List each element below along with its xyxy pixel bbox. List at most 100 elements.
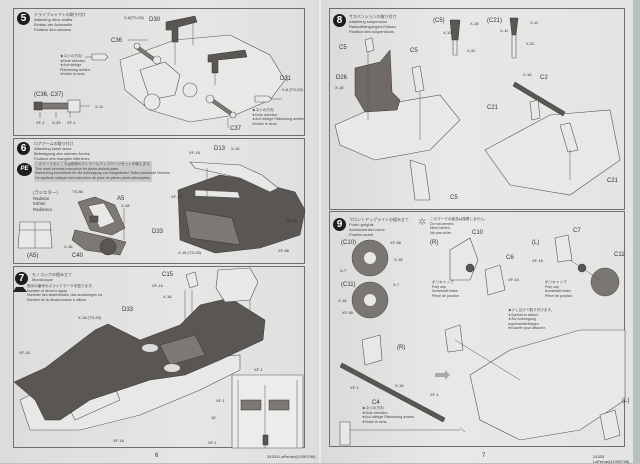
part-c15 — [185, 271, 199, 289]
paint-label: X-7 — [393, 282, 400, 287]
part-c40 — [71, 229, 127, 256]
step-7-title: モノコックの組み立て Monocoque — [32, 272, 72, 282]
paint-label: XF-1 — [350, 385, 359, 390]
part-label-c10-disc: (C10) — [341, 240, 357, 246]
direction-note: ★ネジの方向 ★Note direction. ★Auf richtige Pl… — [362, 406, 415, 424]
paint-label: XF-16 — [532, 258, 543, 263]
paint-label: X-11 — [443, 30, 452, 35]
part-label-r: (R) — [430, 240, 439, 246]
part-label-c5: C5 — [410, 48, 418, 54]
product-code-left: 24333 LaFerrari(11050798) — [267, 454, 316, 459]
part-d30 — [165, 15, 198, 43]
part-label-l: (L) — [532, 240, 540, 246]
part-label-c21: C21 — [607, 178, 619, 184]
step-7-panel — [13, 266, 305, 448]
decal-number: 18 — [211, 415, 216, 420]
tie-rod-c4 — [339, 362, 446, 423]
note-direction-left: ★ネジの方向 ★Note direction. ★Auf richtige Pl… — [60, 54, 91, 76]
part-label-c4: C4 — [372, 400, 380, 406]
paint-label: X-18 — [338, 298, 347, 303]
polycap-note-l: ポリキャップ Poly cap Kunststoff-Nabe Pièce de… — [545, 280, 573, 298]
part-label-d31: D31 — [280, 76, 292, 82]
paint-label: XF-16 — [113, 438, 124, 443]
radiator-box — [215, 267, 259, 303]
paint-label: X-18 — [470, 21, 479, 26]
paint-label: XF-1 — [216, 398, 225, 403]
paint-label: XF-16 — [19, 350, 30, 355]
pe-note: このマークのところは別売のディテールアップパーツセットが使えます。 This m… — [35, 162, 171, 180]
spread-note: ★少し広げて取り付けます。 ★Spread to attach. ★Zur An… — [508, 308, 555, 330]
part-label-c5: C5 — [339, 45, 347, 51]
paint-label: XF-1 — [208, 440, 217, 445]
paint-label: XF-1 — [36, 120, 45, 125]
paint-label: XF-1 — [254, 367, 263, 372]
paint-label: X-18 — [523, 72, 532, 77]
page-gutter — [317, 0, 323, 463]
paint-label: XF-56 — [342, 310, 353, 315]
front-chassis — [469, 329, 626, 441]
part-label-c40: C40 — [72, 253, 84, 259]
paint-label: X-7 — [340, 268, 347, 273]
step-5-title: ドライブシャフトの取り付け Attaching drive shafts Ein… — [34, 12, 86, 32]
step-6-title: ロアアームの取り付け Attaching lower arms Befestig… — [34, 141, 90, 161]
paint-label: X-18 — [64, 244, 73, 249]
step-6-panel — [13, 138, 305, 264]
radiator-label: (ラジエター) Radiator Kühler Radiateur — [33, 190, 58, 212]
paint-label: X-33 — [52, 120, 61, 125]
brake-disc-c11-l — [590, 267, 620, 297]
step-9-diagram — [339, 234, 626, 446]
paint-label: X-6(TS-29) — [124, 15, 144, 20]
paint-label: TS-86 — [72, 189, 83, 194]
part-label-c15: C15 — [162, 272, 174, 278]
part-label-c6: C6 — [506, 255, 514, 261]
step-5-diagram — [33, 15, 288, 128]
part-label-c11-disc: (C11) — [341, 282, 356, 288]
paint-label: XF-16 — [508, 277, 519, 282]
paint-label: X-11 — [530, 20, 539, 25]
lower-arm — [189, 161, 279, 193]
paint-label: X-18 — [395, 383, 404, 388]
part-label-c2: C2 — [540, 75, 548, 81]
polycap-note-r: ポリキャップ Poly cap Kunststoff-Nabe Pièce de… — [432, 280, 460, 298]
step-5-badge: 5 — [17, 12, 30, 25]
page-number-right: 7 — [482, 453, 486, 459]
part-label-d26: D26 — [336, 75, 348, 81]
part-label-c5-detail: (C5) — [433, 18, 445, 24]
paint-label: X-18 — [335, 85, 344, 90]
step-6-badge: 6 — [17, 142, 30, 155]
upright-c10 — [449, 237, 479, 281]
part-c2-stabilizer — [512, 81, 566, 117]
pe-note-box — [34, 161, 152, 182]
paint-label: X-18 — [121, 203, 130, 208]
paint-label: X-32 — [467, 48, 476, 53]
photo-etched-badge-icon: PE — [17, 163, 32, 176]
paint-label: X-18 — [231, 146, 240, 151]
paint-label: XF-1 — [430, 392, 439, 397]
part-label-c36-c37: (C36, C37) — [34, 92, 64, 98]
part-label-c21: C21 — [487, 105, 499, 111]
upright-c7 — [554, 234, 573, 263]
part-label-a5-view: (A5) — [27, 253, 39, 259]
shock-c5 — [364, 37, 375, 53]
step-8-title: サスペンションの取り付け Attaching suspension Radauf… — [349, 14, 397, 34]
decal-icon — [13, 287, 27, 292]
paint-label: X-11 — [500, 28, 509, 33]
paint-label: X-18 (TS-29) — [178, 250, 202, 255]
part-d26 — [354, 49, 401, 113]
part-label-c7: C7 — [573, 228, 581, 234]
step-9-badge: 9 — [333, 218, 346, 231]
part-label-c21-detail: (C21) — [487, 18, 503, 24]
part-label-c10: C10 — [472, 230, 484, 236]
part-label-d33: D33 — [152, 229, 164, 235]
paint-label: XF-56 — [390, 240, 401, 245]
paint-label: XF-86 — [286, 218, 297, 223]
upright-l — [599, 409, 621, 441]
part-label-d13: D13 — [214, 146, 226, 152]
paint-label: XF-86 — [278, 248, 289, 253]
part-label-a5: A5 — [117, 196, 125, 202]
part-label-d30: D30 — [149, 17, 161, 23]
paint-label: X-32 — [526, 41, 535, 46]
note-direction-right: ★ネジの方向 ★Note direction. ★Auf richtige Pl… — [252, 108, 305, 126]
step-7-diagram — [13, 267, 304, 449]
part-label-c36: C36 — [111, 38, 123, 44]
